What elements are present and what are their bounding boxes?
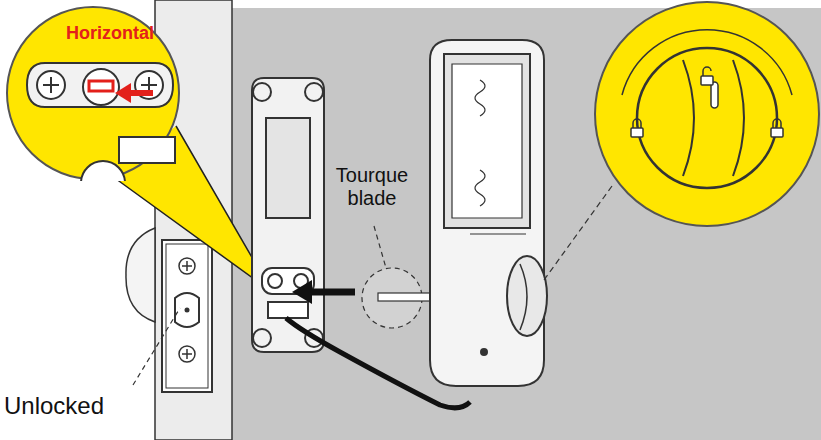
part-label: Unlocked [4, 392, 154, 420]
exterior-lock [126, 228, 155, 322]
leader-line [374, 226, 386, 268]
insert-arrow [308, 289, 355, 296]
mounting-plate [252, 78, 324, 352]
leader-line [133, 308, 180, 385]
deadbolt [175, 293, 199, 327]
magnifier-callout: Horizontal [5, 5, 181, 181]
thumbturn-magnifier [595, 2, 819, 226]
torque-blade [378, 293, 434, 301]
part-label: Tourque blade [318, 164, 426, 210]
insert-arrowhead [292, 280, 312, 304]
magnifier-cone [112, 126, 272, 292]
faceplate [162, 240, 212, 392]
leader-line [544, 186, 612, 280]
faceplate-inner [166, 244, 208, 388]
interior-unit [430, 40, 547, 386]
callout-title: Horizontal [45, 23, 175, 44]
